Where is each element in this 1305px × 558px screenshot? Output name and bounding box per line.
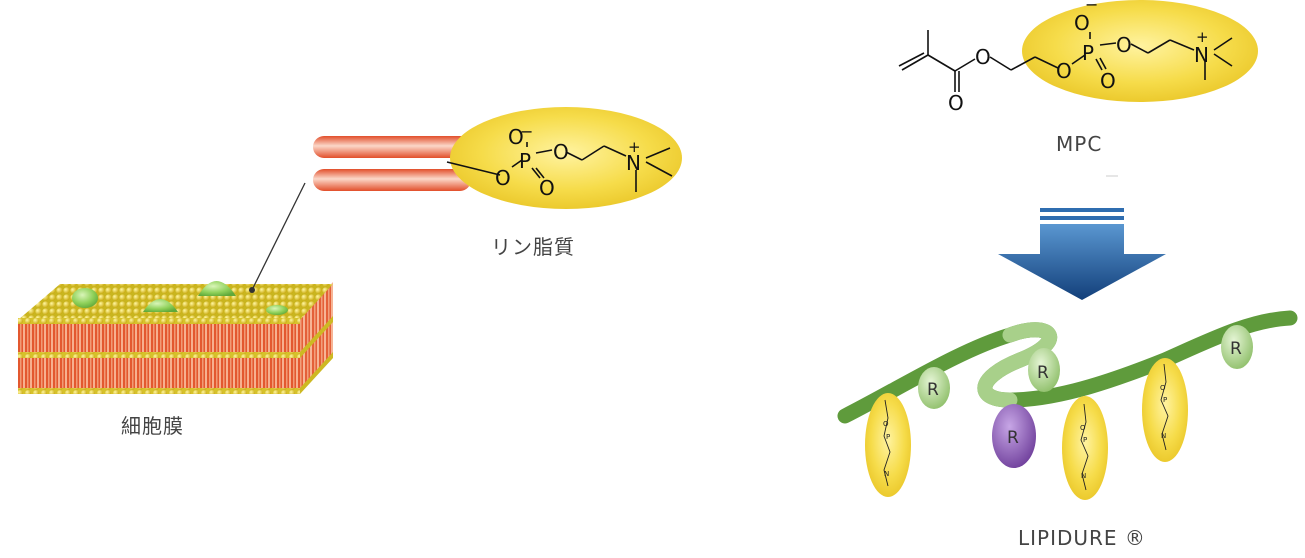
svg-text:O: O xyxy=(508,125,524,149)
cell-membrane-illustration xyxy=(18,182,333,394)
lipid-tail xyxy=(313,136,471,158)
svg-text:P: P xyxy=(1082,41,1094,65)
membrane-protein xyxy=(143,299,178,312)
down-arrow-icon xyxy=(998,208,1166,300)
callout-line xyxy=(251,182,306,291)
svg-text:R: R xyxy=(1230,339,1242,359)
phospholipid-label: リン脂質 xyxy=(491,235,575,259)
svg-text:O: O xyxy=(553,140,569,164)
pc-pendant: O P N xyxy=(1142,358,1188,462)
svg-text:−: − xyxy=(520,122,533,141)
membrane-label: 細胞膜 xyxy=(121,414,184,438)
membrane-protein xyxy=(198,281,236,296)
r-group xyxy=(1028,348,1060,392)
phospholipid-illustration: O − P O O O N + xyxy=(313,107,682,209)
svg-text:O: O xyxy=(1080,424,1086,432)
polar-head xyxy=(450,107,682,209)
svg-text:O: O xyxy=(1160,384,1166,392)
svg-text:N: N xyxy=(1161,432,1166,440)
pc-pendant: O P N xyxy=(865,393,911,497)
svg-text:O: O xyxy=(1100,69,1116,93)
svg-text:N: N xyxy=(626,151,641,175)
svg-text:O: O xyxy=(539,176,555,200)
svg-text:O: O xyxy=(975,45,991,69)
svg-text:P: P xyxy=(1083,436,1087,444)
svg-text:N: N xyxy=(1194,43,1209,67)
svg-text:R: R xyxy=(927,380,939,400)
r-group xyxy=(918,367,950,409)
svg-text:O: O xyxy=(1116,33,1132,57)
svg-text:−: − xyxy=(1085,0,1098,14)
svg-text:P: P xyxy=(519,149,531,173)
lipid-tail xyxy=(313,169,471,191)
lipidure-label: LIPIDURE ® xyxy=(1018,526,1146,550)
svg-text:P: P xyxy=(886,433,890,441)
svg-text:N: N xyxy=(884,470,889,478)
svg-text:O: O xyxy=(495,166,511,190)
svg-text:O: O xyxy=(1056,59,1072,83)
polymer-backbone xyxy=(837,310,1298,424)
membrane-top-face xyxy=(18,284,333,320)
svg-text:P: P xyxy=(1163,396,1167,404)
lipidure-polymer: R R R R O P N O P N O P N xyxy=(837,310,1298,500)
svg-text:O: O xyxy=(948,91,964,115)
mpc-polar-head xyxy=(1022,0,1258,102)
mpc-label: MPC xyxy=(1056,132,1102,156)
svg-text:+: + xyxy=(628,138,641,156)
svg-text:R: R xyxy=(1037,363,1049,383)
pc-pendant: O P N xyxy=(1062,396,1108,500)
membrane-protein xyxy=(266,305,288,315)
mpc-structure: O O O P O − O O N + xyxy=(898,0,1258,115)
svg-text:O: O xyxy=(883,420,889,428)
svg-text:N: N xyxy=(1081,472,1086,480)
membrane-mid-heads xyxy=(18,352,300,358)
svg-text:O: O xyxy=(1074,11,1090,35)
membrane-protein xyxy=(72,288,98,308)
svg-text:R: R xyxy=(1007,428,1019,448)
svg-text:+: + xyxy=(1196,28,1209,46)
r-group xyxy=(1221,325,1253,369)
r-group xyxy=(992,404,1036,468)
